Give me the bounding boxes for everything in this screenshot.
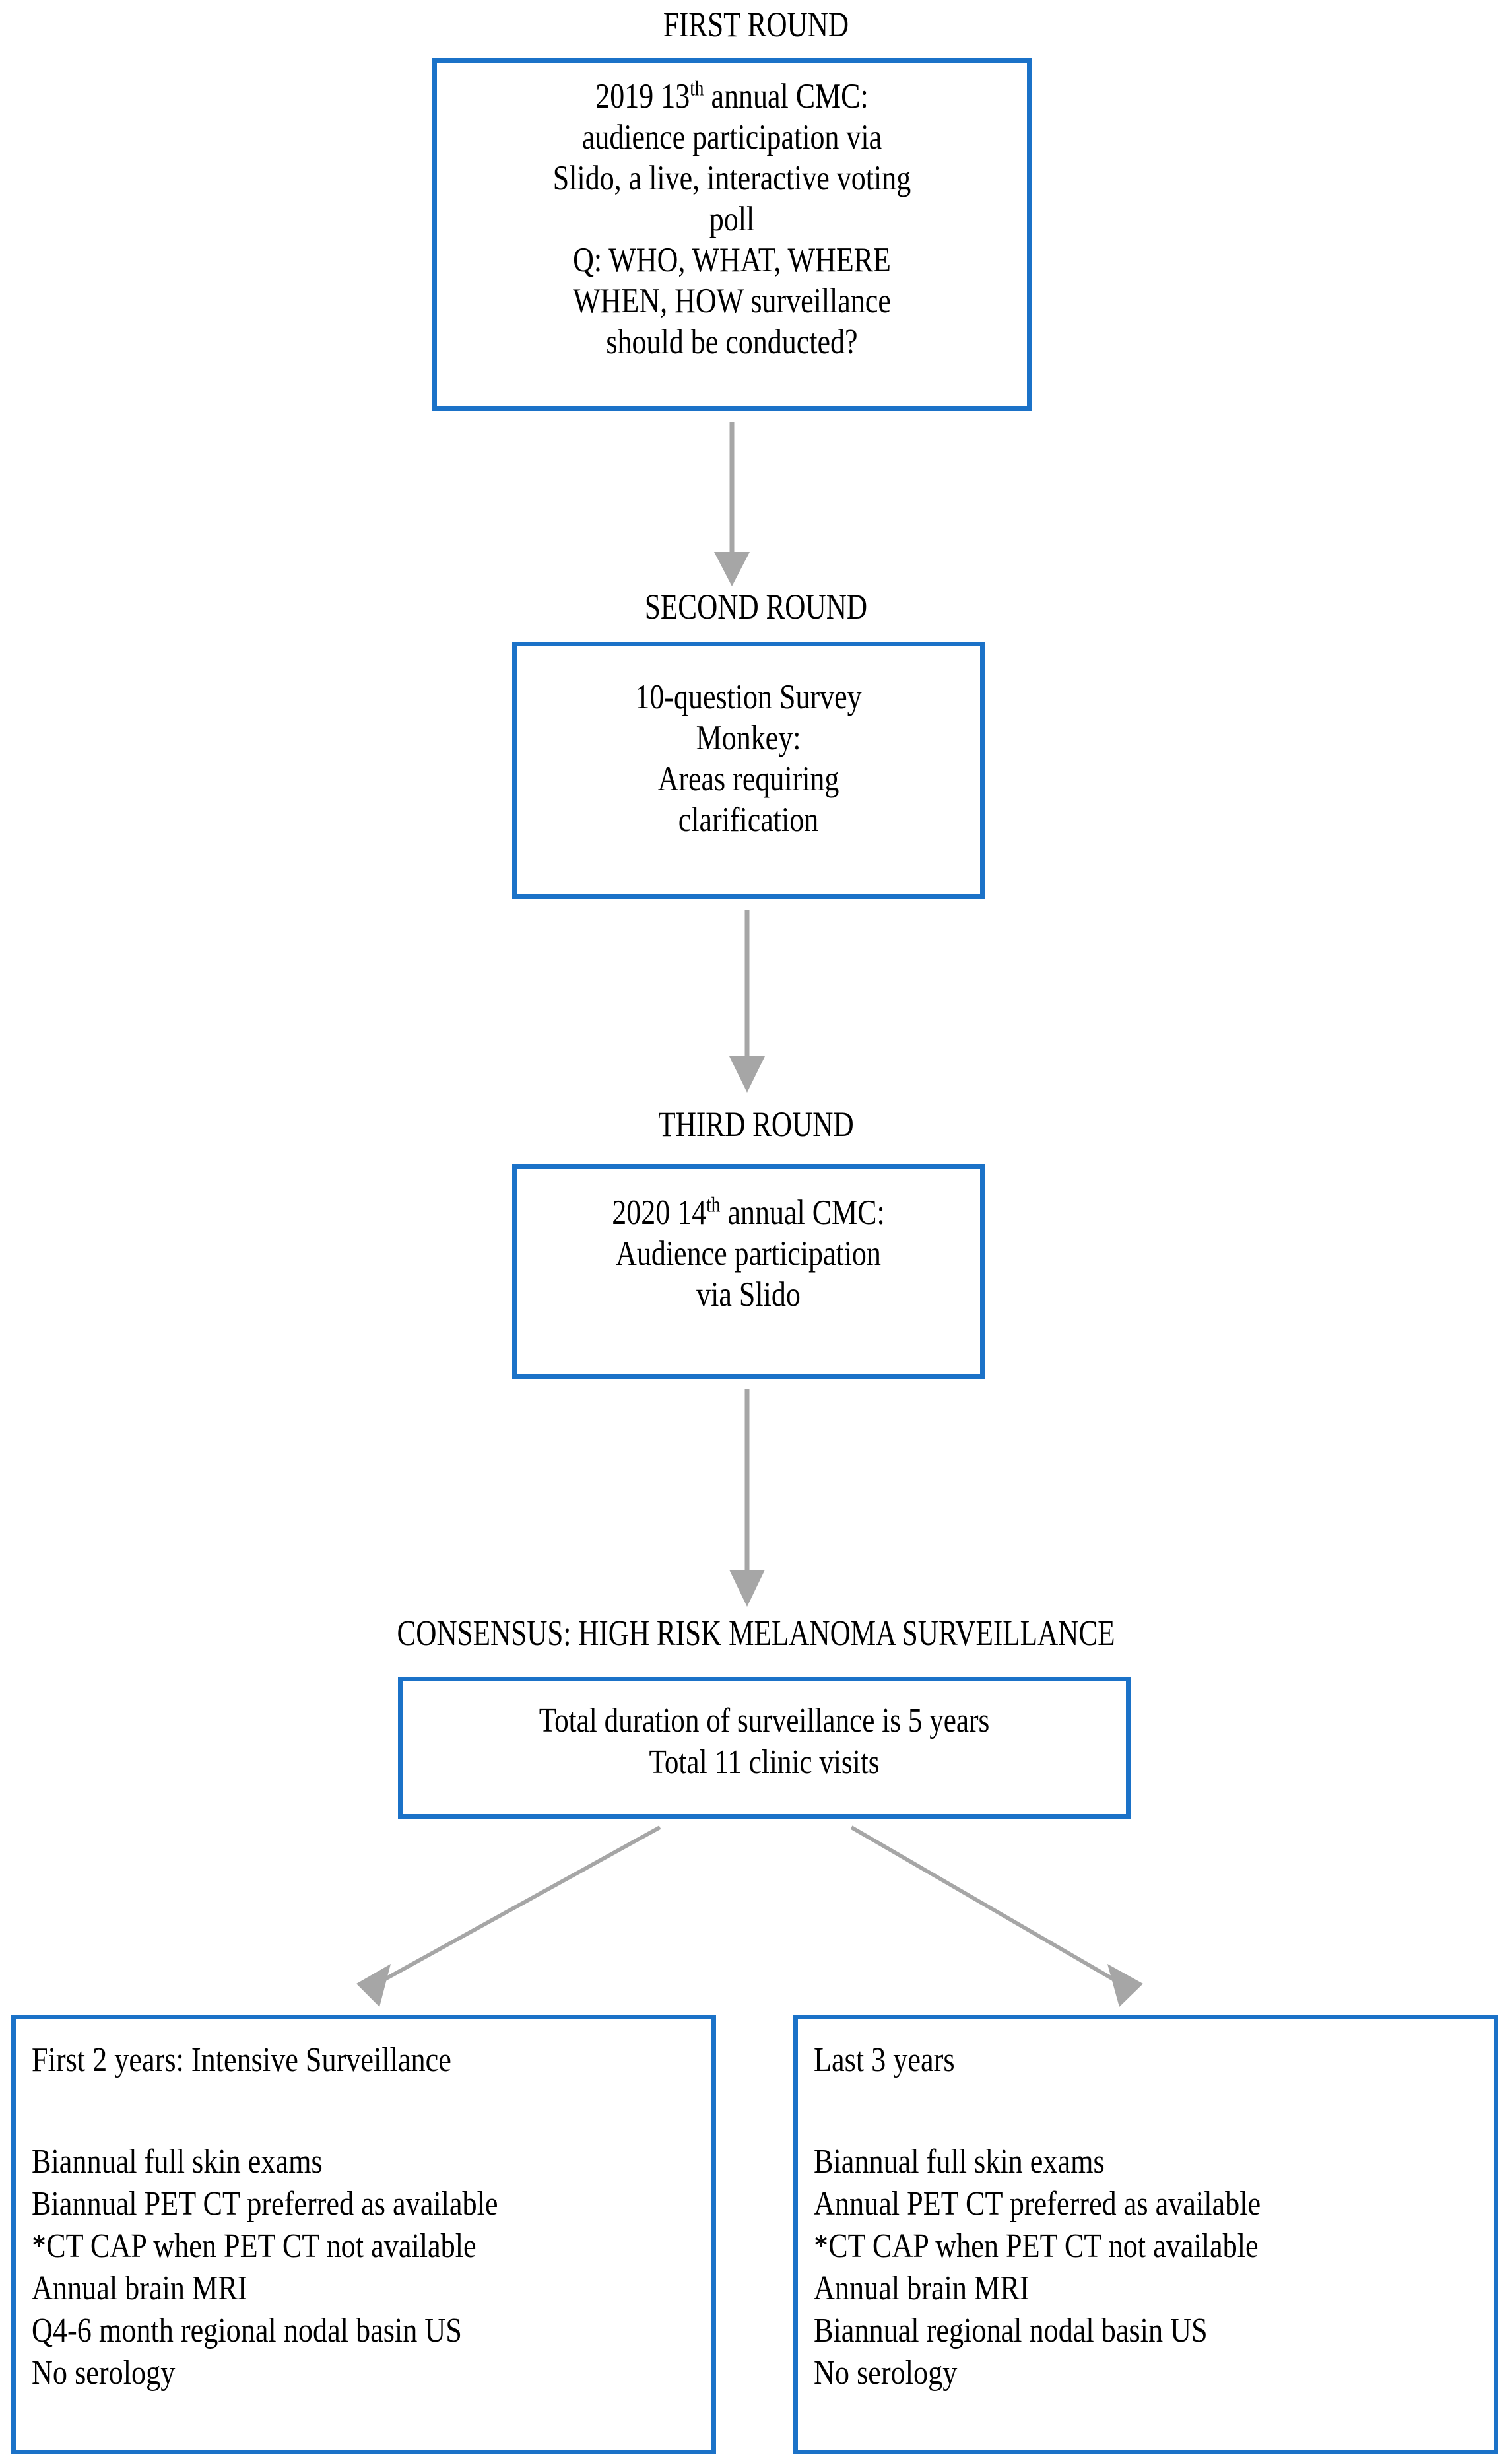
third-round-ordinal: 14 — [677, 1194, 707, 1232]
second-round-box[interactable]: 10-question Survey Monkey: Areas requiri… — [512, 642, 985, 899]
arrow-first-to-second — [714, 422, 750, 586]
arrow-consensus-to-right-arm — [850, 1825, 1143, 2007]
second-round-heading: SECOND ROUND — [644, 587, 868, 626]
left-arm-box[interactable]: First 2 years: Intensive Surveillance Bi… — [11, 2015, 716, 2454]
third-round-heading: THIRD ROUND — [658, 1104, 854, 1144]
left-arm-item: No serology — [32, 2353, 176, 2392]
left-arm-item: Q4-6 month regional nodal basin US — [32, 2311, 462, 2349]
left-arm-content: First 2 years: Intensive Surveillance Bi… — [16, 2019, 711, 2394]
first-round-body: 2019 13th annual CMC: audience participa… — [487, 63, 977, 362]
third-round-body-rest: Audience participation via Slido — [616, 1234, 881, 1314]
consensus-body: Total duration of surveillance is 5 year… — [539, 1702, 990, 1782]
consensus-box[interactable]: Total duration of surveillance is 5 year… — [398, 1677, 1131, 1819]
right-arm-item: Annual PET CT preferred as available — [814, 2184, 1261, 2223]
first-round-ordinal: 13 — [661, 77, 690, 116]
first-round-body-rest: audience participation via Slido, a live… — [552, 118, 911, 361]
right-arm-item: No serology — [814, 2353, 958, 2392]
first-round-box[interactable]: 2019 13th annual CMC: audience participa… — [432, 58, 1032, 411]
left-arm-item: *CT CAP when PET CT not available — [32, 2227, 477, 2265]
left-arm-title: First 2 years: Intensive Surveillance — [32, 2041, 451, 2079]
third-round-box[interactable]: 2020 14th annual CMC: Audience participa… — [512, 1164, 985, 1379]
right-arm-title: Last 3 years — [814, 2041, 955, 2079]
arrow-second-to-third — [729, 910, 765, 1093]
third-round-body-after-ordinal: annual CMC: — [720, 1194, 885, 1232]
right-arm-item: Biannual full skin exams — [814, 2143, 1105, 2180]
arrow-consensus-to-left-arm — [356, 1825, 661, 2007]
arrow-third-to-consensus — [729, 1389, 765, 1607]
third-round-ordinal-suffix: th — [706, 1193, 721, 1217]
left-arm-item: Annual brain MRI — [32, 2269, 247, 2307]
right-arm-content: Last 3 years Biannual full skin exams An… — [798, 2019, 1494, 2394]
first-round-body-after-ordinal: annual CMC: — [704, 77, 869, 116]
second-round-body: 10-question Survey Monkey: Areas requiri… — [635, 678, 862, 839]
consensus-heading: CONSENSUS: HIGH RISK MELANOMA SURVEILLAN… — [397, 1613, 1115, 1653]
third-round-year: 2020 — [612, 1194, 671, 1232]
first-round-year: 2019 — [595, 77, 654, 116]
right-arm-item: Annual brain MRI — [814, 2269, 1030, 2307]
right-arm-box[interactable]: Last 3 years Biannual full skin exams An… — [793, 2015, 1498, 2454]
first-round-ordinal-suffix: th — [690, 77, 704, 101]
right-arm-item: Biannual regional nodal basin US — [814, 2311, 1208, 2349]
left-arm-item: Biannual full skin exams — [32, 2143, 323, 2180]
right-arm-item: *CT CAP when PET CT not available — [814, 2227, 1259, 2265]
left-arm-item: Biannual PET CT preferred as available — [32, 2184, 498, 2223]
third-round-body: 2020 14th annual CMC: Audience participa… — [556, 1169, 941, 1315]
first-round-heading: FIRST ROUND — [663, 5, 849, 44]
